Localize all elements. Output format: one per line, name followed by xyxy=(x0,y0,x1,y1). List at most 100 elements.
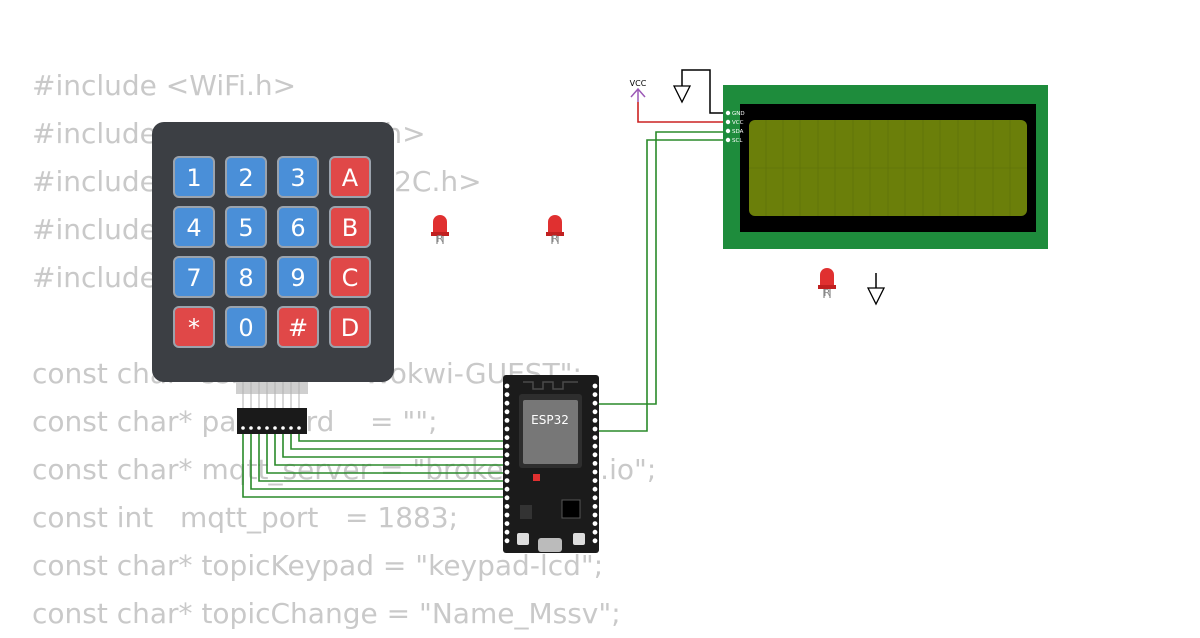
esp32-pin[interactable] xyxy=(592,512,598,518)
esp32-pin[interactable] xyxy=(592,521,598,526)
esp32-pin[interactable] xyxy=(592,435,598,440)
keypad-wires[interactable] xyxy=(242,430,512,498)
keypad-key-label: C xyxy=(342,264,359,292)
keypad-key-label: 9 xyxy=(290,264,305,292)
keypad-key-8[interactable]: 8 xyxy=(225,256,267,298)
i2c-wires[interactable] xyxy=(592,131,728,432)
esp32-pin[interactable] xyxy=(504,452,510,458)
keypad-key-4[interactable]: 4 xyxy=(173,206,215,248)
esp32-pin[interactable] xyxy=(504,529,510,535)
led-label: R xyxy=(552,234,559,245)
keypad-key-hash[interactable]: # xyxy=(277,306,319,348)
keypad-key-label: 5 xyxy=(238,214,253,242)
vcc-wire[interactable] xyxy=(637,102,728,123)
esp32-board[interactable]: ESP32 xyxy=(503,375,599,553)
esp32-pin[interactable] xyxy=(592,383,598,389)
esp32-pin[interactable] xyxy=(504,469,510,475)
esp32-pin[interactable] xyxy=(592,418,598,423)
ground-symbol-lcd[interactable] xyxy=(672,69,728,114)
esp32-pin[interactable] xyxy=(592,486,598,492)
lcd-pin-label: VCC xyxy=(732,120,744,126)
esp32-pin[interactable] xyxy=(504,383,510,389)
usb-port xyxy=(538,538,562,552)
keypad-key-9[interactable]: 9 xyxy=(277,256,319,298)
esp32-pin[interactable] xyxy=(504,486,510,492)
esp32-pin[interactable] xyxy=(504,400,510,406)
vcc-label: VCC xyxy=(630,79,647,88)
esp32-pins-right xyxy=(592,383,598,544)
esp32-pin[interactable] xyxy=(504,512,510,518)
keypad-key-7[interactable]: 7 xyxy=(173,256,215,298)
esp32-pin[interactable] xyxy=(504,418,510,423)
lcd-pin-header: GND VCC SDA SCL xyxy=(725,110,745,144)
led-2[interactable]: R xyxy=(546,215,564,245)
esp32-pin[interactable] xyxy=(504,426,510,432)
esp32-pin[interactable] xyxy=(504,443,510,449)
code-line: const char* topicKeypad = "keypad-lcd"; xyxy=(32,549,604,582)
esp32-pin[interactable] xyxy=(504,392,510,397)
keypad-key-label: D xyxy=(341,314,359,342)
esp32-pin[interactable] xyxy=(592,392,598,397)
esp32-pin[interactable] xyxy=(504,521,510,526)
keypad-key-label: 8 xyxy=(238,264,253,292)
esp32-pin[interactable] xyxy=(592,495,598,501)
keypad-key-label: A xyxy=(342,164,359,192)
esp32-pin[interactable] xyxy=(592,452,598,458)
keypad-key-A[interactable]: A xyxy=(329,156,371,198)
esp32-pin[interactable] xyxy=(504,409,510,415)
keypad-key-star[interactable]: * xyxy=(173,306,215,348)
keypad-connector xyxy=(237,408,307,434)
esp32-pin[interactable] xyxy=(504,538,510,544)
keypad-key-label: 2 xyxy=(238,164,253,192)
led-3[interactable]: R xyxy=(818,268,836,299)
code-line: const int mqtt_port = 1883; xyxy=(32,501,459,534)
keypad-key-3[interactable]: 3 xyxy=(277,156,319,198)
esp32-pin[interactable] xyxy=(592,400,598,406)
keypad-key-1[interactable]: 1 xyxy=(173,156,215,198)
esp32-pin[interactable] xyxy=(592,443,598,449)
code-line: #include <WiFi.h> xyxy=(32,69,297,102)
esp32-pin[interactable] xyxy=(592,409,598,415)
keypad-key-label: 0 xyxy=(238,314,253,342)
esp32-pin[interactable] xyxy=(504,435,510,440)
keypad-key-label: 4 xyxy=(186,214,201,242)
lcd-pin-label: SDA xyxy=(732,129,744,135)
keypad-key-5[interactable]: 5 xyxy=(225,206,267,248)
esp32-pin[interactable] xyxy=(592,529,598,535)
keypad-key-B[interactable]: B xyxy=(329,206,371,248)
led-label: R xyxy=(824,288,831,299)
esp32-pin[interactable] xyxy=(592,504,598,509)
esp32-pin[interactable] xyxy=(504,504,510,509)
lcd-pin-label: SCL xyxy=(732,138,743,144)
keypad-key-label: * xyxy=(188,314,200,342)
led-1[interactable]: R xyxy=(431,215,449,245)
keypad-key-label: 1 xyxy=(186,164,201,192)
esp32-pin[interactable] xyxy=(592,461,598,466)
ground-symbol-led[interactable] xyxy=(866,273,886,306)
code-line: const char* password = ""; xyxy=(32,405,438,438)
esp32-pin[interactable] xyxy=(504,495,510,501)
keypad-key-0[interactable]: 0 xyxy=(225,306,267,348)
vcc-symbol[interactable]: VCC xyxy=(630,79,647,102)
esp32-pin[interactable] xyxy=(592,478,598,483)
code-line: const char* topicChange = "Name_Mssv"; xyxy=(32,597,621,630)
keypad-key-label: 3 xyxy=(290,164,305,192)
esp32-pin[interactable] xyxy=(592,538,598,544)
lcd-pin-label: GND xyxy=(732,111,745,117)
lcd-display[interactable]: GND VCC SDA SCL xyxy=(723,85,1048,249)
esp32-pin[interactable] xyxy=(504,461,510,466)
esp32-pin[interactable] xyxy=(592,426,598,432)
esp32-pin[interactable] xyxy=(504,478,510,483)
keypad-key-C[interactable]: C xyxy=(329,256,371,298)
keypad-key-label: 6 xyxy=(290,214,305,242)
keypad-key-label: 7 xyxy=(186,264,201,292)
led-label: R xyxy=(437,234,444,245)
keypad-key-D[interactable]: D xyxy=(329,306,371,348)
keypad-key-2[interactable]: 2 xyxy=(225,156,267,198)
keypad-key-6[interactable]: 6 xyxy=(277,206,319,248)
esp32-label: ESP32 xyxy=(531,413,569,427)
esp32-pin[interactable] xyxy=(592,469,598,475)
